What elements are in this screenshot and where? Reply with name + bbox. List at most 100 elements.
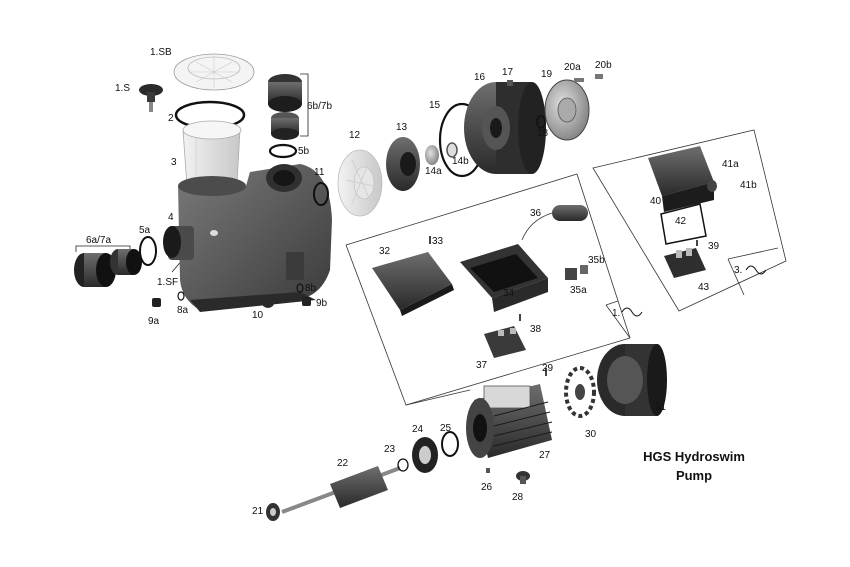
label-42: 42 <box>675 216 687 227</box>
label-26: 26 <box>481 482 493 493</box>
label-27: 27 <box>539 450 551 461</box>
part-19-flange <box>544 79 590 141</box>
label-15: 15 <box>429 100 441 111</box>
label-1sf: 1.SF <box>157 277 178 288</box>
part-37-terminal-block <box>484 326 526 358</box>
label-41b: 41b <box>740 180 757 191</box>
label-5a: 5a <box>139 225 151 236</box>
label-1sb: 1.SB <box>150 47 172 58</box>
part-31-fan-cover <box>597 344 667 416</box>
part-24-bearing <box>412 437 438 473</box>
diagram-title-line1: HGS Hydroswim <box>643 449 745 464</box>
label-25: 25 <box>440 423 452 434</box>
part-38-screw <box>519 314 521 321</box>
part-39-screw <box>696 240 698 246</box>
pump-housing <box>163 164 332 312</box>
label-9a: 9a <box>148 316 160 327</box>
part-1s-knob <box>139 84 163 112</box>
part-labels: 1.SB 1.S 2 3 4 1.SF 5a 5b 6a/7a 6b/7b 8a… <box>86 47 757 517</box>
label-6b-7b: 6b/7b <box>307 101 332 112</box>
part-36-capacitor <box>521 205 588 241</box>
diagram-title-line2: Pump <box>676 468 712 483</box>
label-20a: 20a <box>564 62 581 73</box>
label-1s: 1.S <box>115 83 130 94</box>
part-1sb-lid <box>173 53 255 91</box>
part-23-circlip <box>397 458 409 472</box>
label-13: 13 <box>396 122 408 133</box>
part-30-fan <box>564 366 596 418</box>
label-43: 43 <box>698 282 710 293</box>
label-17: 17 <box>502 67 514 78</box>
part-25-oring <box>441 431 459 457</box>
three-phase-box <box>592 129 787 312</box>
label-2: 2 <box>168 113 174 124</box>
label-three-phase: 3. <box>734 265 742 276</box>
part-32-lid <box>372 252 454 316</box>
part-26-screw <box>486 468 490 473</box>
single-phase-ac-icon <box>621 307 643 317</box>
part-42-gasket <box>660 203 707 245</box>
label-29: 29 <box>542 363 554 374</box>
label-3: 3 <box>171 157 177 168</box>
label-12: 12 <box>349 130 361 141</box>
label-8b: 8b <box>305 283 317 294</box>
label-40: 40 <box>650 196 662 207</box>
label-33: 33 <box>432 236 444 247</box>
label-19: 19 <box>541 69 553 80</box>
part-5b-oring <box>268 143 298 159</box>
part-20-fasteners <box>574 74 603 82</box>
part-33-screw <box>429 236 431 244</box>
part-28-foot <box>516 471 530 484</box>
part-18-ring <box>536 115 546 129</box>
part-5a-oring <box>139 236 157 266</box>
label-single-phase: 1. <box>612 308 620 319</box>
part-40-terminal-box <box>648 146 717 212</box>
part-21-bearing <box>266 503 280 521</box>
label-38: 38 <box>530 324 542 335</box>
part-35-gland <box>565 265 588 280</box>
label-4: 4 <box>168 212 174 223</box>
part-13-impeller <box>386 137 420 191</box>
label-30: 30 <box>585 429 597 440</box>
three-phase-ac-icon <box>745 265 767 275</box>
label-32: 32 <box>379 246 391 257</box>
label-5b: 5b <box>298 146 310 157</box>
label-14b: 14b <box>452 156 469 167</box>
part-12-diffuser <box>337 149 383 217</box>
label-20b: 20b <box>595 60 612 71</box>
label-34: 34 <box>503 288 515 299</box>
label-10: 10 <box>252 310 264 321</box>
label-14a: 14a <box>425 166 442 177</box>
part-6b-7b-union <box>268 74 302 140</box>
part-11-oring <box>313 182 329 206</box>
part-22-rotor <box>281 466 401 514</box>
label-11: 11 <box>314 167 325 178</box>
drain-plugs <box>152 283 311 308</box>
label-18: 18 <box>537 128 549 139</box>
part-34-terminal-box <box>460 244 548 312</box>
label-23: 23 <box>384 444 396 455</box>
label-9b: 9b <box>316 298 328 309</box>
part-17-screw <box>507 80 513 86</box>
label-39: 39 <box>708 241 720 252</box>
part-27-motor-stator <box>466 384 553 458</box>
label-6a-7a: 6a/7a <box>86 235 111 246</box>
part-6a-7a-union <box>74 249 142 287</box>
label-35b: 35b <box>588 255 605 266</box>
part-16-backplate <box>464 82 546 174</box>
bracket-6b-7b <box>300 73 309 137</box>
label-41a: 41a <box>722 159 739 170</box>
label-35a: 35a <box>570 285 587 296</box>
label-24: 24 <box>412 424 424 435</box>
label-36: 36 <box>530 208 542 219</box>
label-28: 28 <box>512 492 524 503</box>
part-29-screw <box>545 368 547 376</box>
label-22: 22 <box>337 458 349 469</box>
part-43-terminal-block <box>664 248 706 278</box>
label-37: 37 <box>476 360 488 371</box>
label-16: 16 <box>474 72 486 83</box>
electrical-box-outlines <box>345 129 787 406</box>
label-31: 31 <box>655 402 667 413</box>
label-21: 21 <box>252 506 264 517</box>
